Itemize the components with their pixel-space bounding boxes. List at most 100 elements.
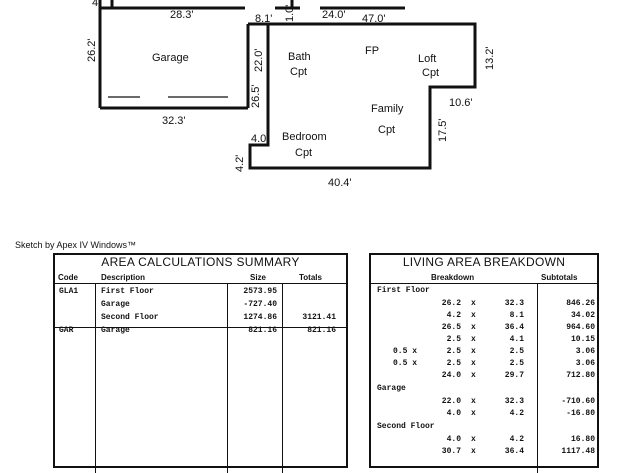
summary-row-3-total: 3121.41 (302, 313, 336, 322)
breakdown-row-sub: 712.80 (566, 371, 595, 380)
breakdown-row-x: x (471, 299, 476, 308)
breakdown-row-b: 32.3 (504, 397, 524, 406)
label-dim-4-2: 4.2' (234, 155, 246, 172)
summary-row-2-description: Garage (101, 300, 130, 309)
breakdown-row-x: x (471, 323, 476, 332)
breakdown-row-b: 4.1 (509, 335, 524, 344)
label-dim-26-5: 26.5' (250, 84, 262, 108)
label-dim-13-2: 13.2' (484, 46, 496, 70)
label-dim-40-4: 40.4' (328, 177, 352, 189)
summary-row-1-size: 2573.95 (243, 287, 277, 296)
breakdown-row-sub: -16.80 (566, 409, 595, 418)
label-loft: Loft (418, 53, 436, 65)
summary-row-4-description: Garage (101, 326, 130, 335)
breakdown-row-b: 2.5 (509, 347, 524, 356)
label-bedroom: Bedroom (282, 131, 327, 143)
summary-row-3-size: 1274.86 (243, 313, 277, 322)
breakdown-row-a: 2.5 (446, 359, 461, 368)
label-dim-8-1: 8.1' (255, 13, 272, 25)
label-bath: Bath (288, 51, 311, 63)
breakdown-row-b: 8.1 (509, 311, 524, 320)
summary-row-1-description: First Floor (101, 287, 154, 296)
breakdown-row-sub: 34.02 (570, 311, 595, 320)
summary-row-1-code: GLA1 (59, 287, 79, 296)
area-calculations-summary: AREA CALCULATIONS SUMMARY Code Descripti… (53, 253, 348, 473)
breakdown-row-pre: 0.5 x (393, 359, 418, 368)
header-divider (55, 283, 346, 284)
label-dim-32-3: 32.3' (162, 115, 186, 127)
breakdown-row-a: 4.0 (446, 409, 461, 418)
breakdown-row-b: 4.2 (509, 435, 524, 444)
breakdown-row-x: x (471, 447, 476, 456)
breakdown-row-b: 4.2 (509, 409, 524, 418)
breakdown-row-b: 2.5 (509, 359, 524, 368)
breakdown-row-sub: 3.06 (575, 347, 595, 356)
breakdown-row-pre: 0.5 x (393, 347, 418, 356)
label-dim-22-0: 22.0' (253, 48, 265, 72)
area-summary-title: AREA CALCULATIONS SUMMARY (101, 255, 300, 269)
header-totals: Totals (299, 273, 322, 282)
label-dim-1-0: 1.0' (284, 5, 296, 22)
breakdown-row-sub: 3.06 (575, 359, 595, 368)
house-outline (248, 22, 477, 170)
breakdown-row-b: 36.4 (504, 447, 524, 456)
breakdown-row-x: x (471, 371, 476, 380)
label-loft-cpt: Cpt (422, 67, 439, 79)
breakdown-row-sub: 10.15 (570, 335, 595, 344)
breakdown-row-x: x (471, 335, 476, 344)
label-dim-26-2: 26.2' (86, 38, 98, 62)
header-size: Size (250, 273, 267, 282)
label-dim-24-0: 24.0' (322, 9, 346, 21)
living-area-breakdown: LIVING AREA BREAKDOWN Breakdown Subtotal… (369, 253, 599, 473)
label-dim-28-3: 28.3' (170, 9, 194, 21)
summary-row-3-description: Second Floor (101, 313, 159, 322)
breakdown-row-a: 26.2 (441, 299, 461, 308)
summary-row-2-size: -727.40 (243, 300, 277, 309)
summary-row-4-total: 821.16 (307, 326, 336, 335)
label-family: Family (371, 103, 404, 115)
label-fp: FP (365, 45, 379, 57)
breakdown-row-sub: 16.80 (570, 435, 595, 444)
breakdown-row-x: x (471, 359, 476, 368)
breakdown-row-x: x (471, 435, 476, 444)
label-bath-cpt: Cpt (290, 66, 307, 78)
breakdown-row-a: 4.2 (446, 311, 461, 320)
floor-plan-drawing: 4 28.3' 8.1' 1.0' 24.0' 47.0' 26.2' Gara… (86, 0, 496, 189)
label-dim-17-5: 17.5' (437, 118, 449, 142)
breakdown-row-a: 26.5 (441, 323, 461, 332)
header-description: Description (101, 273, 146, 282)
breakdown-row-a: 2.5 (446, 347, 461, 356)
breakdown-row-b: 32.3 (504, 299, 524, 308)
label-dim-10-6: 10.6' (449, 97, 473, 109)
breakdown-row-b: 36.4 (504, 323, 524, 332)
label-dim-4-0: 4.0 (251, 133, 266, 145)
breakdown-title: LIVING AREA BREAKDOWN (402, 255, 566, 269)
header-code: Code (58, 273, 78, 282)
floor-plan-sketch: 4 28.3' 8.1' 1.0' 24.0' 47.0' 26.2' Gara… (0, 0, 640, 200)
breakdown-row-a: 22.0 (441, 397, 461, 406)
label-bedroom-cpt: Cpt (295, 147, 312, 159)
breakdown-row-a: 2.5 (446, 335, 461, 344)
sketch-credit: Sketch by Apex IV Windows™ (15, 240, 137, 250)
section-first-floor: First Floor (377, 286, 430, 295)
label-garage-room: Garage (152, 52, 189, 64)
breakdown-row-sub: -710.60 (561, 397, 595, 406)
breakdown-row-sub: 964.60 (566, 323, 595, 332)
label-top-left-partial: 4 (92, 0, 98, 9)
breakdown-row-a: 24.0 (441, 371, 461, 380)
summary-row-4-size: 821.16 (248, 326, 277, 335)
section-garage: Garage (377, 384, 406, 393)
breakdown-header-divider (371, 283, 597, 284)
summary-row-4-code: GAR (59, 326, 74, 335)
total-row-divider (55, 327, 346, 328)
label-dim-47-0: 47.0' (362, 13, 386, 25)
breakdown-row-x: x (471, 397, 476, 406)
breakdown-row-sub: 846.26 (566, 299, 595, 308)
label-family-cpt: Cpt (378, 124, 395, 136)
breakdown-row-b: 29.7 (504, 371, 524, 380)
header-breakdown: Breakdown (431, 273, 475, 282)
section-second-floor: Second Floor (377, 422, 435, 431)
breakdown-row-x: x (471, 347, 476, 356)
header-subtotals: Subtotals (541, 273, 578, 282)
breakdown-row-x: x (471, 311, 476, 320)
